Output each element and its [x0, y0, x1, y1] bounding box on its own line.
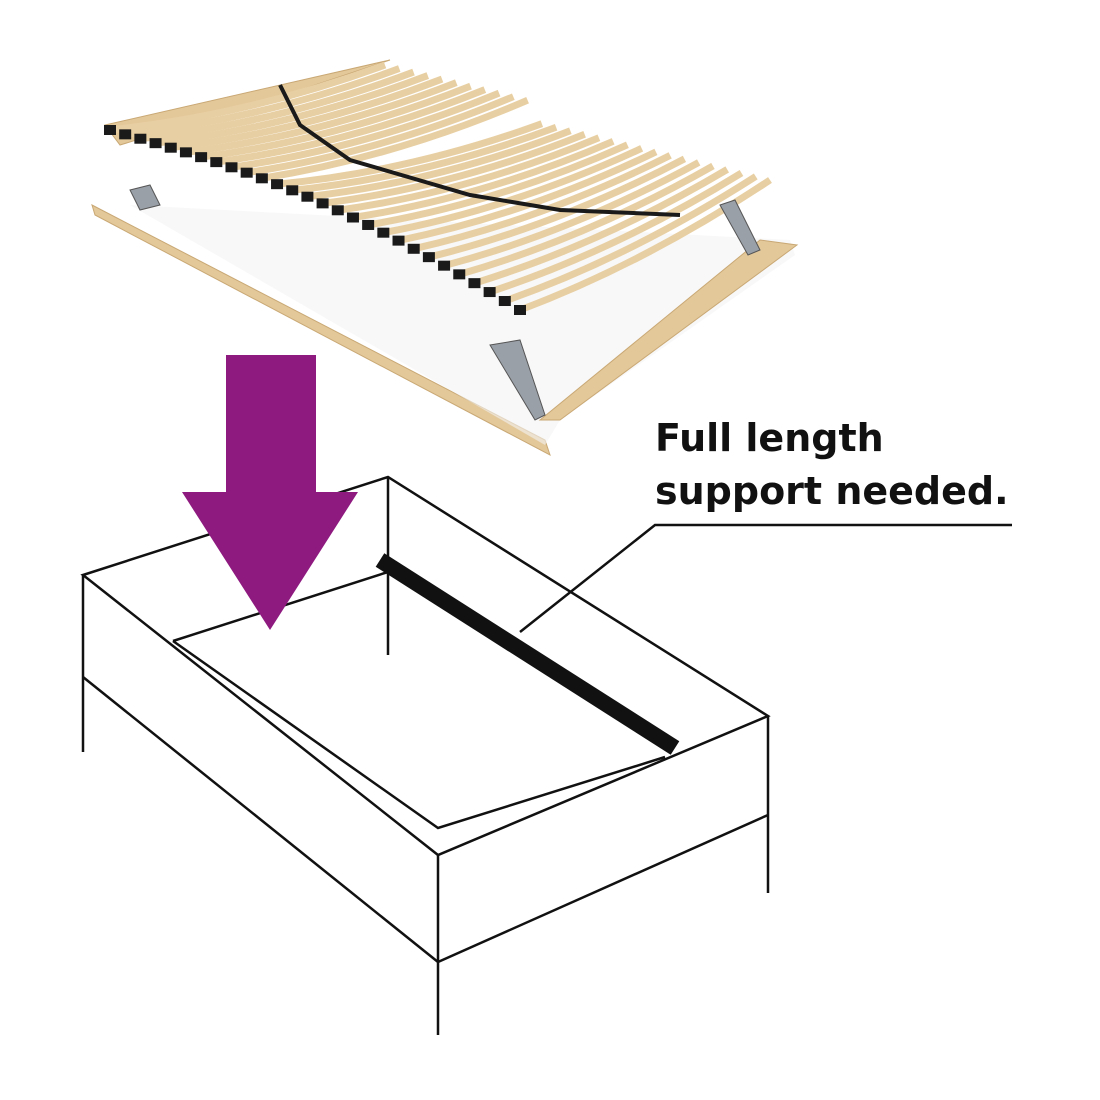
slatted-bed-frame-image [91, 59, 799, 457]
slat-holder [271, 179, 284, 190]
slat-holder [316, 198, 329, 209]
wooden-slats [104, 61, 772, 315]
slat-holder [468, 278, 481, 289]
wooden-slat [139, 68, 415, 143]
slat-holder [453, 269, 466, 280]
slat-holder [392, 235, 405, 246]
center-strap [278, 84, 681, 217]
wooden-slat [352, 138, 615, 221]
wooden-slat [185, 79, 458, 156]
slat-holder [119, 129, 132, 140]
wooden-slat [215, 86, 487, 166]
wooden-slat [170, 75, 444, 152]
wooden-slat [230, 89, 501, 171]
bed-box-drawing [80, 475, 1012, 1035]
caption-line-2: support needed. [655, 469, 1009, 513]
wooden-slat [261, 96, 529, 182]
slat-holder [362, 219, 375, 230]
down-arrow-icon [182, 355, 358, 630]
slat-holder [377, 227, 390, 238]
wooden-slat [276, 120, 544, 188]
slat-holder [195, 152, 208, 163]
slat-holder [301, 191, 314, 202]
slat-holder [483, 287, 496, 298]
wooden-slat [412, 152, 672, 253]
slat-holder [164, 142, 177, 153]
slat-holder [331, 205, 344, 216]
wooden-slat [291, 123, 558, 194]
adjuster-bracket [719, 199, 761, 256]
slat-holder [210, 157, 223, 168]
wooden-slat [109, 61, 387, 134]
slat-holder [104, 125, 116, 135]
wooden-slat [155, 72, 430, 147]
wooden-slat [367, 141, 629, 229]
wooden-slat [473, 166, 730, 287]
slat-holder [498, 296, 511, 307]
wooden-slat [246, 93, 515, 177]
wooden-slat [337, 134, 601, 214]
wooden-slat [458, 162, 715, 278]
slat-holder [407, 243, 420, 254]
support-beam [375, 553, 680, 755]
slat-holder [179, 147, 192, 158]
slat-holder [134, 133, 147, 144]
wooden-slat [443, 159, 701, 270]
slat-holder [149, 138, 162, 149]
support-caption: Full length support needed. [655, 412, 1009, 518]
wooden-slat [488, 169, 744, 296]
wooden-slat [124, 65, 401, 138]
adjuster-bracket [129, 184, 161, 211]
slat-holder [255, 173, 268, 184]
wooden-slat [503, 173, 758, 305]
wooden-slat [518, 177, 772, 314]
wooden-slat [382, 145, 644, 237]
leader-line [519, 523, 1012, 633]
slat-holder [286, 185, 299, 196]
slat-holder [225, 162, 238, 173]
caption-line-1: Full length [655, 416, 884, 460]
wooden-slat [428, 155, 687, 261]
wooden-slat [200, 82, 472, 161]
slat-holder [346, 212, 359, 223]
wooden-slat [322, 131, 586, 207]
slat-holder [240, 167, 253, 178]
slat-holder [438, 260, 451, 271]
adjuster-bracket [489, 339, 546, 421]
slat-holder [514, 305, 526, 315]
slat-holder [422, 252, 435, 263]
wooden-slat [307, 127, 572, 201]
